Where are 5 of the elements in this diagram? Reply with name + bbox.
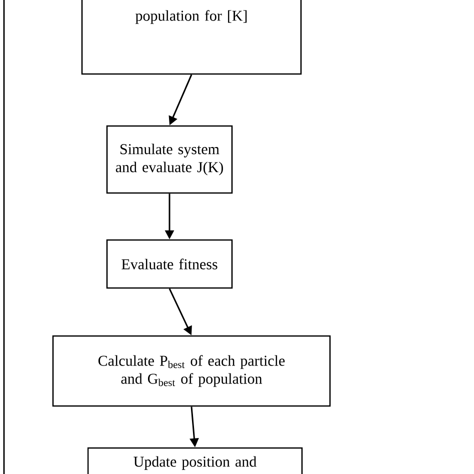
process-box: Simulate system and evaluate J(K) [106, 125, 233, 194]
process-box: Evaluate fitness [106, 239, 233, 289]
process-box: Calculate P$_{best}$ of each particle and G$_{best}$ of population [52, 335, 331, 407]
process-box: population for [K] [81, 0, 302, 75]
process-box: Update position and [87, 447, 303, 474]
